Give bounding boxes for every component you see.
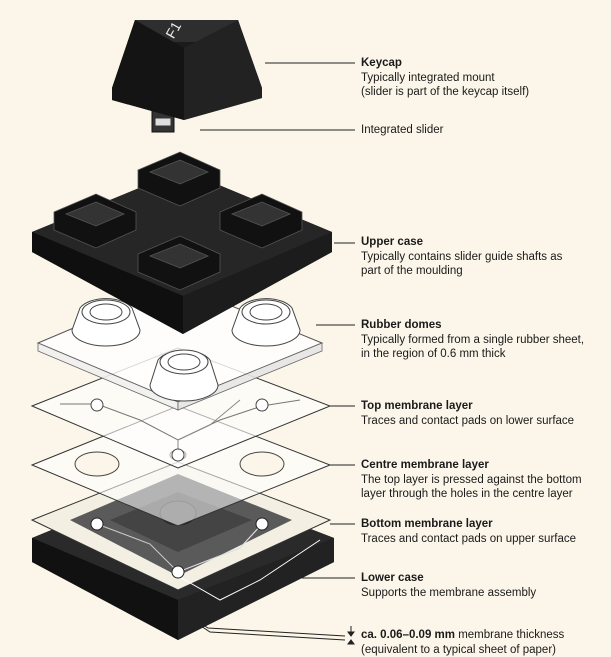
- top-membrane-title: Top membrane layer: [361, 399, 574, 414]
- lower-case-desc-1: Supports the membrane assembly: [361, 586, 536, 601]
- upper-case-title: Upper case: [361, 235, 562, 250]
- top-membrane-label: Top membrane layer Traces and contact pa…: [361, 399, 574, 428]
- membrane-hole: [240, 452, 284, 476]
- rubber-dome: [72, 299, 140, 346]
- rubber-domes-label: Rubber domes Typically formed from a sin…: [361, 318, 584, 362]
- rubber-domes-desc-1: Typically formed from a single rubber sh…: [361, 333, 584, 348]
- slider-label: Integrated slider: [361, 123, 443, 138]
- keycap-label: Keycap Typically integrated mount (slide…: [361, 56, 529, 100]
- bottom-membrane-desc-1: Traces and contact pads on upper surface: [361, 532, 576, 547]
- membrane-hole: [75, 452, 119, 476]
- bottom-membrane-label: Bottom membrane layer Traces and contact…: [361, 517, 576, 546]
- keycap-desc-1: Typically integrated mount: [361, 71, 529, 86]
- thickness-line-1: ca. 0.06–0.09 mm membrane thickness: [361, 628, 564, 643]
- contact-pad: [172, 449, 184, 461]
- contact-pad: [256, 518, 268, 530]
- upper-case-desc-1: Typically contains slider guide shafts a…: [361, 250, 562, 265]
- contact-pad: [256, 399, 268, 411]
- thickness-desc-2: (equivalent to a typical sheet of paper): [361, 643, 564, 657]
- lower-case-title: Lower case: [361, 571, 536, 586]
- centre-membrane-title: Centre membrane layer: [361, 458, 582, 473]
- rubber-dome: [150, 350, 218, 401]
- rubber-domes-desc-2: in the region of 0.6 mm thick: [361, 347, 584, 362]
- rubber-dome: [232, 299, 300, 346]
- centre-membrane-desc-2: layer through the holes in the centre la…: [361, 487, 582, 502]
- upper-case-label: Upper case Typically contains slider gui…: [361, 235, 562, 279]
- contact-pad: [172, 566, 184, 578]
- contact-pad: [91, 518, 103, 530]
- slider-title: Integrated slider: [361, 123, 443, 138]
- rubber-domes-title: Rubber domes: [361, 318, 584, 333]
- keycap-title: Keycap: [361, 56, 529, 71]
- centre-membrane-label: Centre membrane layer The top layer is p…: [361, 458, 582, 502]
- upper-case-desc-2: part of the moulding: [361, 264, 562, 279]
- top-membrane-desc-1: Traces and contact pads on lower surface: [361, 414, 574, 429]
- bottom-membrane-title: Bottom membrane layer: [361, 517, 576, 532]
- keycap-part: F1: [112, 19, 262, 132]
- keycap-desc-2: (slider is part of the keycap itself): [361, 85, 529, 100]
- lower-case-label: Lower case Supports the membrane assembl…: [361, 571, 536, 600]
- thickness-desc-1: membrane thickness: [458, 629, 564, 641]
- centre-membrane-desc-1: The top layer is pressed against the bot…: [361, 473, 582, 488]
- thickness-title: ca. 0.06–0.09 mm: [361, 629, 455, 641]
- contact-pad: [91, 399, 103, 411]
